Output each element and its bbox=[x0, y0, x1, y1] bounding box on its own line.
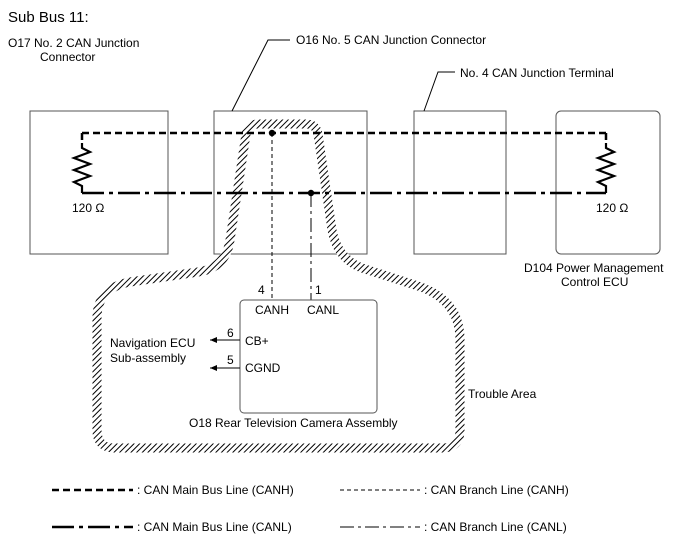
legend-label-branch-canl: : CAN Branch Line (CANL) bbox=[424, 520, 567, 534]
resistor-right-icon bbox=[594, 143, 618, 193]
pin-canl-name: CANL bbox=[307, 303, 339, 317]
main-bus-canh bbox=[80, 131, 608, 143]
resistor-right-value: 120 Ω bbox=[596, 201, 628, 215]
no4-box bbox=[413, 110, 507, 255]
pin-cb-name: CB+ bbox=[245, 334, 269, 348]
resistor-left-value: 120 Ω bbox=[72, 201, 104, 215]
pin-canh-name: CANH bbox=[255, 303, 289, 317]
pin-cgnd-name: CGND bbox=[245, 361, 281, 375]
o18-label: O18 Rear Television Camera Assembly bbox=[189, 416, 398, 430]
d104-box bbox=[555, 110, 661, 255]
resistor-left-icon bbox=[70, 143, 94, 193]
o16-label: O16 No. 5 CAN Junction Connector bbox=[296, 33, 486, 47]
d104-label-line1: D104 Power Management bbox=[524, 261, 664, 275]
legend: : CAN Main Bus Line (CANH) : CAN Branch … bbox=[52, 483, 569, 534]
pin-canl-number: 1 bbox=[315, 283, 322, 297]
pin-canh-number: 4 bbox=[258, 283, 265, 297]
legend-label-main-canl: : CAN Main Bus Line (CANL) bbox=[137, 520, 292, 534]
trouble-area-label: Trouble Area bbox=[468, 387, 537, 401]
diagram-title: Sub Bus 11: bbox=[8, 9, 89, 26]
no4-label: No. 4 CAN Junction Terminal bbox=[460, 66, 614, 80]
d104-label-line2: Control ECU bbox=[561, 275, 628, 289]
pin-cgnd-number: 5 bbox=[227, 353, 234, 367]
legend-label-main-canh: : CAN Main Bus Line (CANH) bbox=[137, 483, 294, 497]
nav-label-line2: Sub-assembly bbox=[110, 351, 186, 365]
o18-box bbox=[239, 299, 378, 414]
o17-box bbox=[29, 110, 169, 255]
nav-label-line1: Navigation ECU bbox=[110, 336, 195, 350]
o16-box bbox=[213, 110, 368, 255]
o17-label-line1: O17 No. 2 CAN Junction bbox=[8, 36, 139, 50]
o17-label-line2: Connector bbox=[40, 50, 95, 64]
pin-cb-number: 6 bbox=[227, 326, 234, 340]
legend-label-branch-canh: : CAN Branch Line (CANH) bbox=[424, 483, 569, 497]
trouble-area-outline bbox=[92, 119, 465, 453]
